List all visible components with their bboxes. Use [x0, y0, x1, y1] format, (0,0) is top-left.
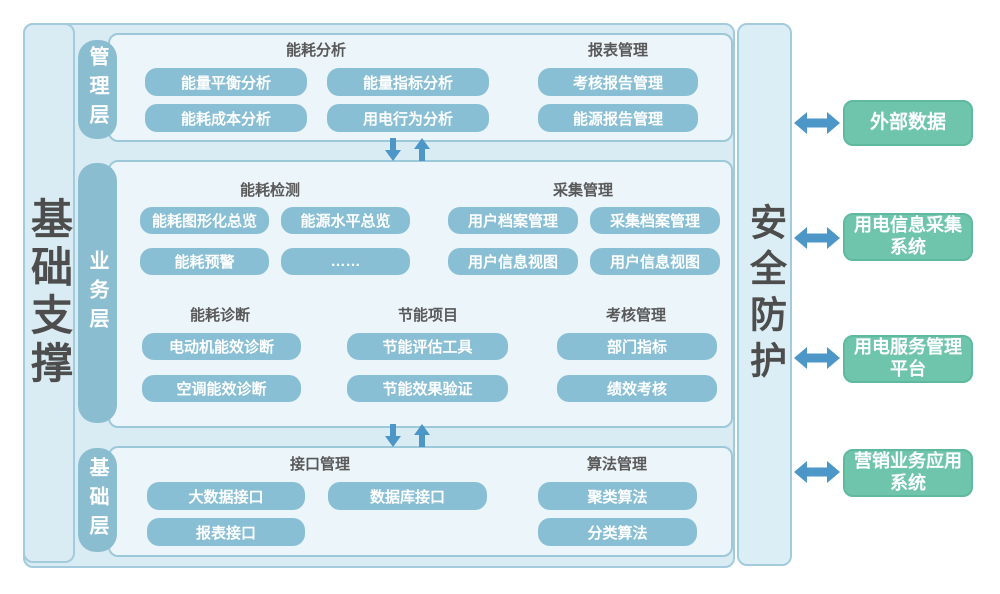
- external-system-box: 用电信息采集 系统: [843, 213, 973, 261]
- module-chip: 用户信息视图: [590, 248, 720, 275]
- module-chip: 采集档案管理: [590, 207, 720, 234]
- module-chip: 电动机能效诊断: [142, 333, 301, 360]
- group-title: 接口管理: [289, 456, 350, 473]
- module-chip: 节能评估工具: [347, 333, 508, 360]
- layer-tab-label: 基础层: [86, 456, 108, 544]
- flow-down-arrow-icon: [385, 424, 401, 447]
- module-chip: 能耗预警: [140, 248, 269, 275]
- module-chip: 考核报告管理: [538, 68, 698, 96]
- module-chip: 能耗图形化总览: [140, 207, 269, 234]
- module-chip: 节能效果验证: [347, 375, 508, 402]
- module-chip: 能耗成本分析: [145, 104, 307, 132]
- layer-tab-business: 业务层: [78, 163, 117, 423]
- module-chip: 能源水平总览: [281, 207, 410, 234]
- flow-up-arrow-icon: [414, 138, 430, 161]
- module-chip: 能量指标分析: [327, 68, 489, 96]
- layer-tab-management: 管理层: [78, 40, 117, 139]
- module-chip: 聚类算法: [538, 482, 697, 510]
- security-guard-label: 安全防护: [744, 202, 786, 387]
- module-chip: 能源报告管理: [538, 104, 698, 132]
- module-chip: 分类算法: [538, 518, 697, 546]
- module-chip: ……: [281, 248, 410, 275]
- group-title: 报表管理: [587, 42, 648, 59]
- group-title: 能耗分析: [285, 42, 346, 59]
- foundation-support-strip: 基础支撑: [23, 23, 75, 563]
- flow-down-arrow-icon: [385, 138, 401, 161]
- module-chip: 空调能效诊断: [142, 375, 301, 402]
- group-title: 采集管理: [552, 182, 613, 199]
- external-system-box: 营销业务应用 系统: [843, 449, 973, 497]
- module-chip: 部门指标: [557, 333, 717, 360]
- group-title: 能耗诊断: [189, 307, 250, 324]
- flow-up-arrow-icon: [414, 424, 430, 447]
- data-exchange-arrow-icon: [794, 227, 840, 249]
- foundation-support-label: 基础支撑: [25, 197, 73, 389]
- layer-tab-base: 基础层: [78, 448, 117, 552]
- module-chip: 数据库接口: [328, 482, 487, 510]
- group-title: 能耗检测: [239, 182, 300, 199]
- group-title: 考核管理: [605, 307, 666, 324]
- external-system-box: 用电服务管理 平台: [843, 335, 973, 383]
- security-guard-column: 安全防护: [737, 23, 792, 566]
- data-exchange-arrow-icon: [794, 461, 840, 483]
- layer-tab-label: 管理层: [86, 46, 108, 133]
- module-chip: 用电行为分析: [327, 104, 489, 132]
- data-exchange-arrow-icon: [794, 347, 840, 369]
- group-title: 算法管理: [586, 456, 647, 473]
- module-chip: 用户信息视图: [448, 248, 578, 275]
- module-chip: 绩效考核: [557, 375, 717, 402]
- layer-tab-label: 业务层: [86, 249, 108, 337]
- group-title: 节能项目: [397, 307, 458, 324]
- module-chip: 大数据接口: [147, 482, 305, 510]
- module-chip: 报表接口: [147, 518, 305, 546]
- data-exchange-arrow-icon: [794, 112, 840, 134]
- module-chip: 能量平衡分析: [145, 68, 307, 96]
- external-system-box: 外部数据: [843, 100, 973, 146]
- module-chip: 用户档案管理: [448, 207, 578, 234]
